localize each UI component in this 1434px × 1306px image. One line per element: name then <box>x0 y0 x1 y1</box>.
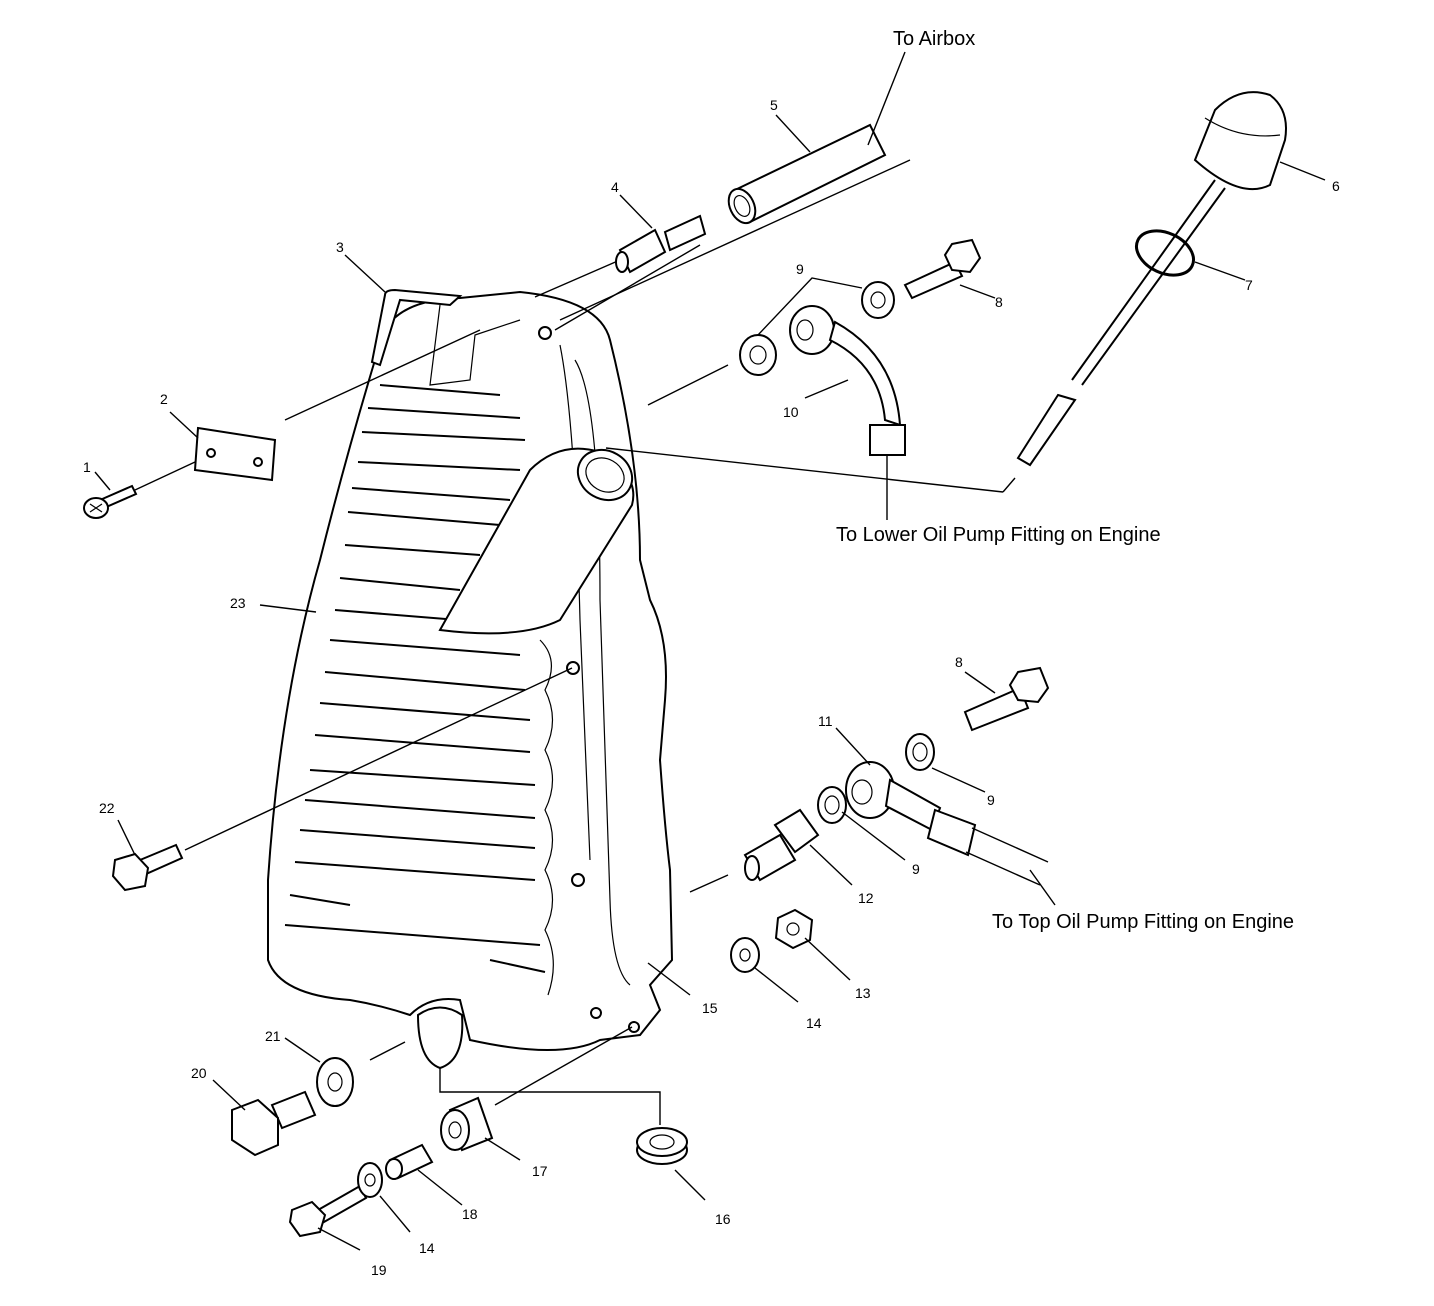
part-8-bolt-top <box>903 238 982 300</box>
part-8-bolt-lower <box>963 666 1050 732</box>
label-part-4: 4 <box>611 179 619 195</box>
label-part-10: 10 <box>783 404 799 420</box>
label-part-1: 1 <box>83 459 91 475</box>
part-4-fitting <box>615 214 707 274</box>
part-22-bolt <box>111 843 184 892</box>
label-part-22: 22 <box>99 800 115 816</box>
tank-ribs <box>284 384 546 973</box>
label-part-20: 20 <box>191 1065 207 1081</box>
part-9-washer-d <box>817 786 847 824</box>
label-part-11: 11 <box>818 713 833 729</box>
label-part-8-top: 8 <box>995 294 1003 310</box>
label-part-6: 6 <box>1332 178 1340 194</box>
part-11-banjo-fitting <box>845 761 1049 886</box>
part-9-washer-c <box>905 733 935 771</box>
part-2-plate <box>193 426 277 482</box>
part-6-dipstick-cap <box>1016 91 1287 467</box>
part-number-labels: 1 2 3 4 5 6 7 8 8 9 9 9 10 11 12 13 14 1… <box>83 97 1340 1278</box>
label-leaders <box>94 51 1326 1251</box>
assembly-lines <box>184 159 1016 1125</box>
label-part-9-lower: 9 <box>912 861 920 877</box>
label-part-7: 7 <box>1245 277 1253 293</box>
label-part-8-lower: 8 <box>955 654 963 670</box>
part-19-bolt <box>288 1184 368 1238</box>
callout-to-top-oil-pump: To Top Oil Pump Fitting on Engine <box>992 911 1294 933</box>
callout-texts: To Airbox To Lower Oil Pump Fitting on E… <box>836 28 1294 933</box>
part-21-washer <box>316 1057 354 1107</box>
part-16-grommet <box>636 1127 688 1165</box>
label-part-12: 12 <box>858 890 874 906</box>
part-10-banjo-line <box>789 305 906 456</box>
label-part-23: 23 <box>230 595 246 611</box>
label-part-18: 18 <box>462 1206 478 1222</box>
part-17-bushing <box>440 1096 494 1152</box>
label-part-21: 21 <box>265 1028 281 1044</box>
callout-to-lower-oil-pump: To Lower Oil Pump Fitting on Engine <box>836 524 1161 546</box>
label-part-5: 5 <box>770 97 778 113</box>
part-9-washer-b <box>861 281 895 319</box>
label-part-15: 15 <box>702 1000 718 1016</box>
label-part-17: 17 <box>532 1163 548 1179</box>
part-12-fitting <box>743 808 820 882</box>
tank-handle <box>370 288 463 367</box>
filler-neck <box>438 447 635 635</box>
part-9-washer-a <box>739 334 777 376</box>
label-part-14-lower: 14 <box>419 1240 435 1256</box>
part-1-screw <box>83 461 196 519</box>
part-20-drain-bolt <box>231 1090 317 1157</box>
label-part-3: 3 <box>336 239 344 255</box>
oil-tank <box>267 288 674 1070</box>
part-13-nut <box>774 908 814 950</box>
part-14-washer-a <box>730 937 760 973</box>
label-part-9-top: 9 <box>796 261 804 277</box>
callout-to-airbox: To Airbox <box>893 28 975 50</box>
label-part-2: 2 <box>160 391 168 407</box>
label-part-13: 13 <box>855 985 871 1001</box>
label-part-14-upper: 14 <box>806 1015 822 1031</box>
part-5-hose <box>727 123 887 225</box>
part-7-o-ring <box>1135 229 1195 277</box>
part-14-washer-b <box>357 1162 383 1198</box>
label-part-19: 19 <box>371 1262 387 1278</box>
label-part-16: 16 <box>715 1211 731 1227</box>
part-18-sleeve <box>385 1143 434 1180</box>
label-part-9-right: 9 <box>987 792 995 808</box>
